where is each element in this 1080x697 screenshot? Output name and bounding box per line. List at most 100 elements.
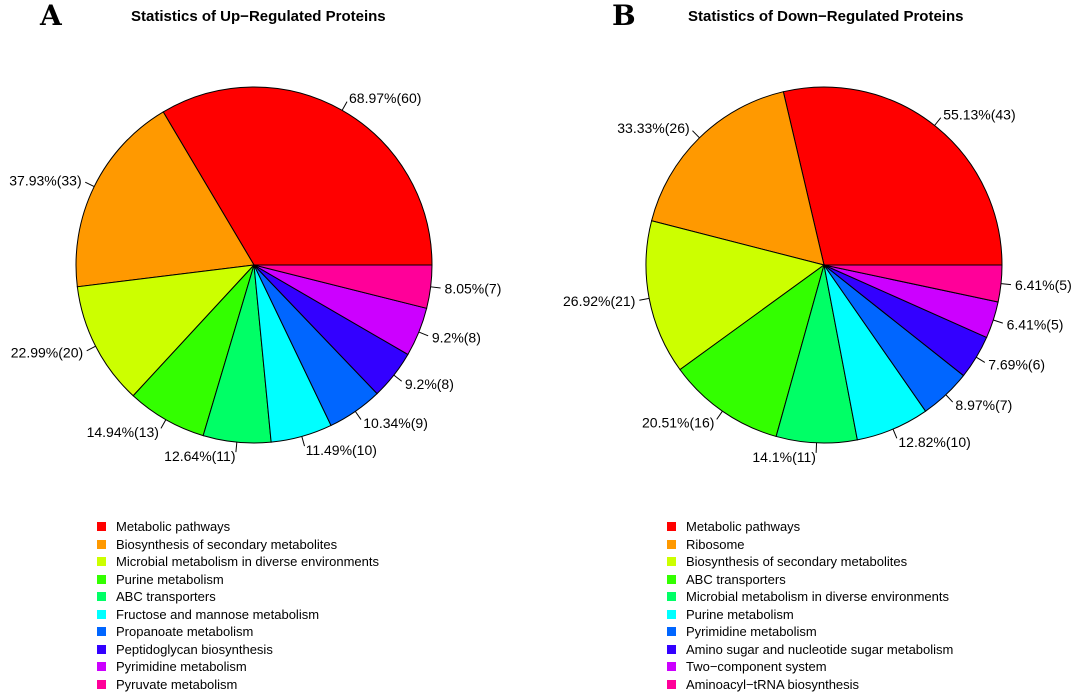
legend-item: Microbial metabolism in diverse environm…: [97, 553, 379, 571]
legend-swatch: [97, 662, 106, 672]
slice-label: 12.64%(11): [164, 448, 235, 464]
pie-slice: [162, 86, 433, 266]
slice-label: 9.2%(8): [432, 329, 481, 345]
leader-line: [716, 410, 723, 420]
slice-label: 12.82%(10): [898, 434, 970, 450]
leader-line: [934, 117, 942, 126]
slice-label: 33.33%(26): [617, 120, 689, 136]
legend-swatch: [667, 522, 676, 532]
slice-label: 14.1%(11): [752, 449, 816, 465]
leader-line: [85, 181, 95, 188]
legend-label: Biosynthesis of secondary metabolites: [116, 536, 338, 552]
slice-label: 10.34%(9): [363, 415, 428, 431]
legend-swatch: [97, 539, 106, 549]
legend-label: Metabolic pathways: [686, 519, 801, 535]
legend-label: Biosynthesis of secondary metabolites: [686, 554, 908, 570]
slice-label: 26.92%(21): [563, 293, 635, 309]
legend-label: Microbial metabolism in diverse environm…: [686, 589, 949, 605]
legend-item: Pyruvate metabolism: [97, 676, 379, 694]
legend-item: ABC transporters: [97, 588, 379, 606]
slice-label: 9.2%(8): [405, 376, 454, 392]
legend-item: Propanoate metabolism: [97, 623, 379, 641]
legend-item: Two−component system: [667, 658, 953, 676]
leader-line: [393, 374, 403, 382]
legend-label: Ribosome: [686, 536, 745, 552]
legend-swatch: [97, 679, 106, 689]
leader-line: [1000, 283, 1012, 286]
legend-swatch: [667, 557, 676, 567]
pie-chart: 68.97%(60) 37.93%(33) 22.99%(20) 14.94%(13)…: [9, 86, 501, 464]
legend-swatch: [97, 609, 106, 619]
legend-swatch: [97, 574, 106, 584]
chart-title: Statistics of Down−Regulated Proteins: [688, 8, 964, 25]
leader-line: [418, 331, 429, 337]
pie-slice: [645, 220, 826, 371]
legend-label: Purine metabolism: [116, 571, 224, 587]
legend-label: Microbial metabolism in diverse environm…: [116, 554, 379, 570]
pie-chart: 55.13%(43) 33.33%(26) 26.92%(21) 20.51%(16)…: [563, 86, 1072, 465]
leader-line: [354, 411, 362, 420]
legend-item: Pyrimidine metabolism: [667, 623, 953, 641]
pie-slice: [253, 264, 433, 309]
legend-label: ABC transporters: [686, 571, 786, 587]
legend-swatch: [667, 609, 676, 619]
legend-swatch: [97, 522, 106, 532]
legend-item: Aminoacyl−tRNA biosynthesis: [667, 676, 953, 694]
legend-swatch: [667, 679, 676, 689]
slice-label: 37.93%(33): [9, 172, 81, 188]
legend-label: ABC transporters: [116, 589, 216, 605]
leader-line: [639, 297, 650, 301]
legend-label: Amino sugar and nucleotide sugar metabol…: [686, 641, 954, 657]
slice-label: 55.13%(43): [943, 107, 1015, 123]
legend-item: Fructose and mannose metabolism: [97, 606, 379, 624]
legend-label: Pyruvate metabolism: [116, 676, 238, 692]
panel-b: B Statistics of Down−Regulated Proteins …: [560, 0, 1080, 697]
legend-swatch: [97, 644, 106, 654]
slice-label: 7.69%(6): [988, 356, 1045, 372]
slice-label: 22.99%(20): [11, 345, 83, 361]
slice-label: 6.41%(5): [1015, 277, 1072, 293]
slice-label: 20.51%(16): [642, 415, 714, 431]
legend-label: Fructose and mannose metabolism: [116, 606, 320, 622]
legend-label: Metabolic pathways: [116, 519, 231, 535]
leader-line: [341, 101, 348, 111]
legend-item: Purine metabolism: [667, 606, 953, 624]
legend-item: Microbial metabolism in diverse environm…: [667, 588, 953, 606]
legend-item: Metabolic pathways: [97, 518, 379, 536]
legend-item: Amino sugar and nucleotide sugar metabol…: [667, 641, 953, 659]
legend-label: Purine metabolism: [686, 606, 794, 622]
legend-label: Two−component system: [686, 659, 827, 675]
leader-line: [301, 436, 305, 447]
panel-a: A Statistics of Up−Regulated Proteins 68…: [9, 0, 501, 693]
legend-swatch: [667, 539, 676, 549]
legend-label: Pyrimidine metabolism: [686, 624, 817, 640]
legend-item: Metabolic pathways: [667, 518, 953, 536]
pie-slice: [782, 86, 1003, 266]
legend-item: Ribosome: [667, 536, 953, 554]
legend-swatch: [667, 662, 676, 672]
slice-label: 14.94%(13): [87, 424, 159, 440]
slice-label: 68.97%(60): [349, 90, 421, 106]
legend-swatch: [667, 644, 676, 654]
legend-item: Biosynthesis of secondary metabolites: [97, 536, 379, 554]
leader-line: [160, 419, 167, 429]
legend-item: Pyrimidine metabolism: [97, 658, 379, 676]
leader-line: [86, 345, 96, 352]
legend-swatch: [97, 557, 106, 567]
legend-swatch: [667, 627, 676, 637]
legend-swatch: [97, 592, 106, 602]
slice-label: 11.49%(10): [306, 442, 377, 458]
leader-line: [692, 130, 700, 139]
leader-line: [975, 356, 986, 363]
panel-letter: B: [612, 0, 636, 32]
legend-swatch: [97, 627, 106, 637]
legend-swatch: [667, 592, 676, 602]
leader-line: [945, 394, 954, 403]
legend-item: Peptidoglycan biosynthesis: [97, 641, 379, 659]
leader-line: [993, 319, 1003, 324]
leader-line: [892, 428, 898, 439]
chart-title: Statistics of Up−Regulated Proteins: [131, 8, 386, 25]
legend-label: Aminoacyl−tRNA biosynthesis: [686, 676, 860, 692]
legend-swatch: [667, 574, 676, 584]
